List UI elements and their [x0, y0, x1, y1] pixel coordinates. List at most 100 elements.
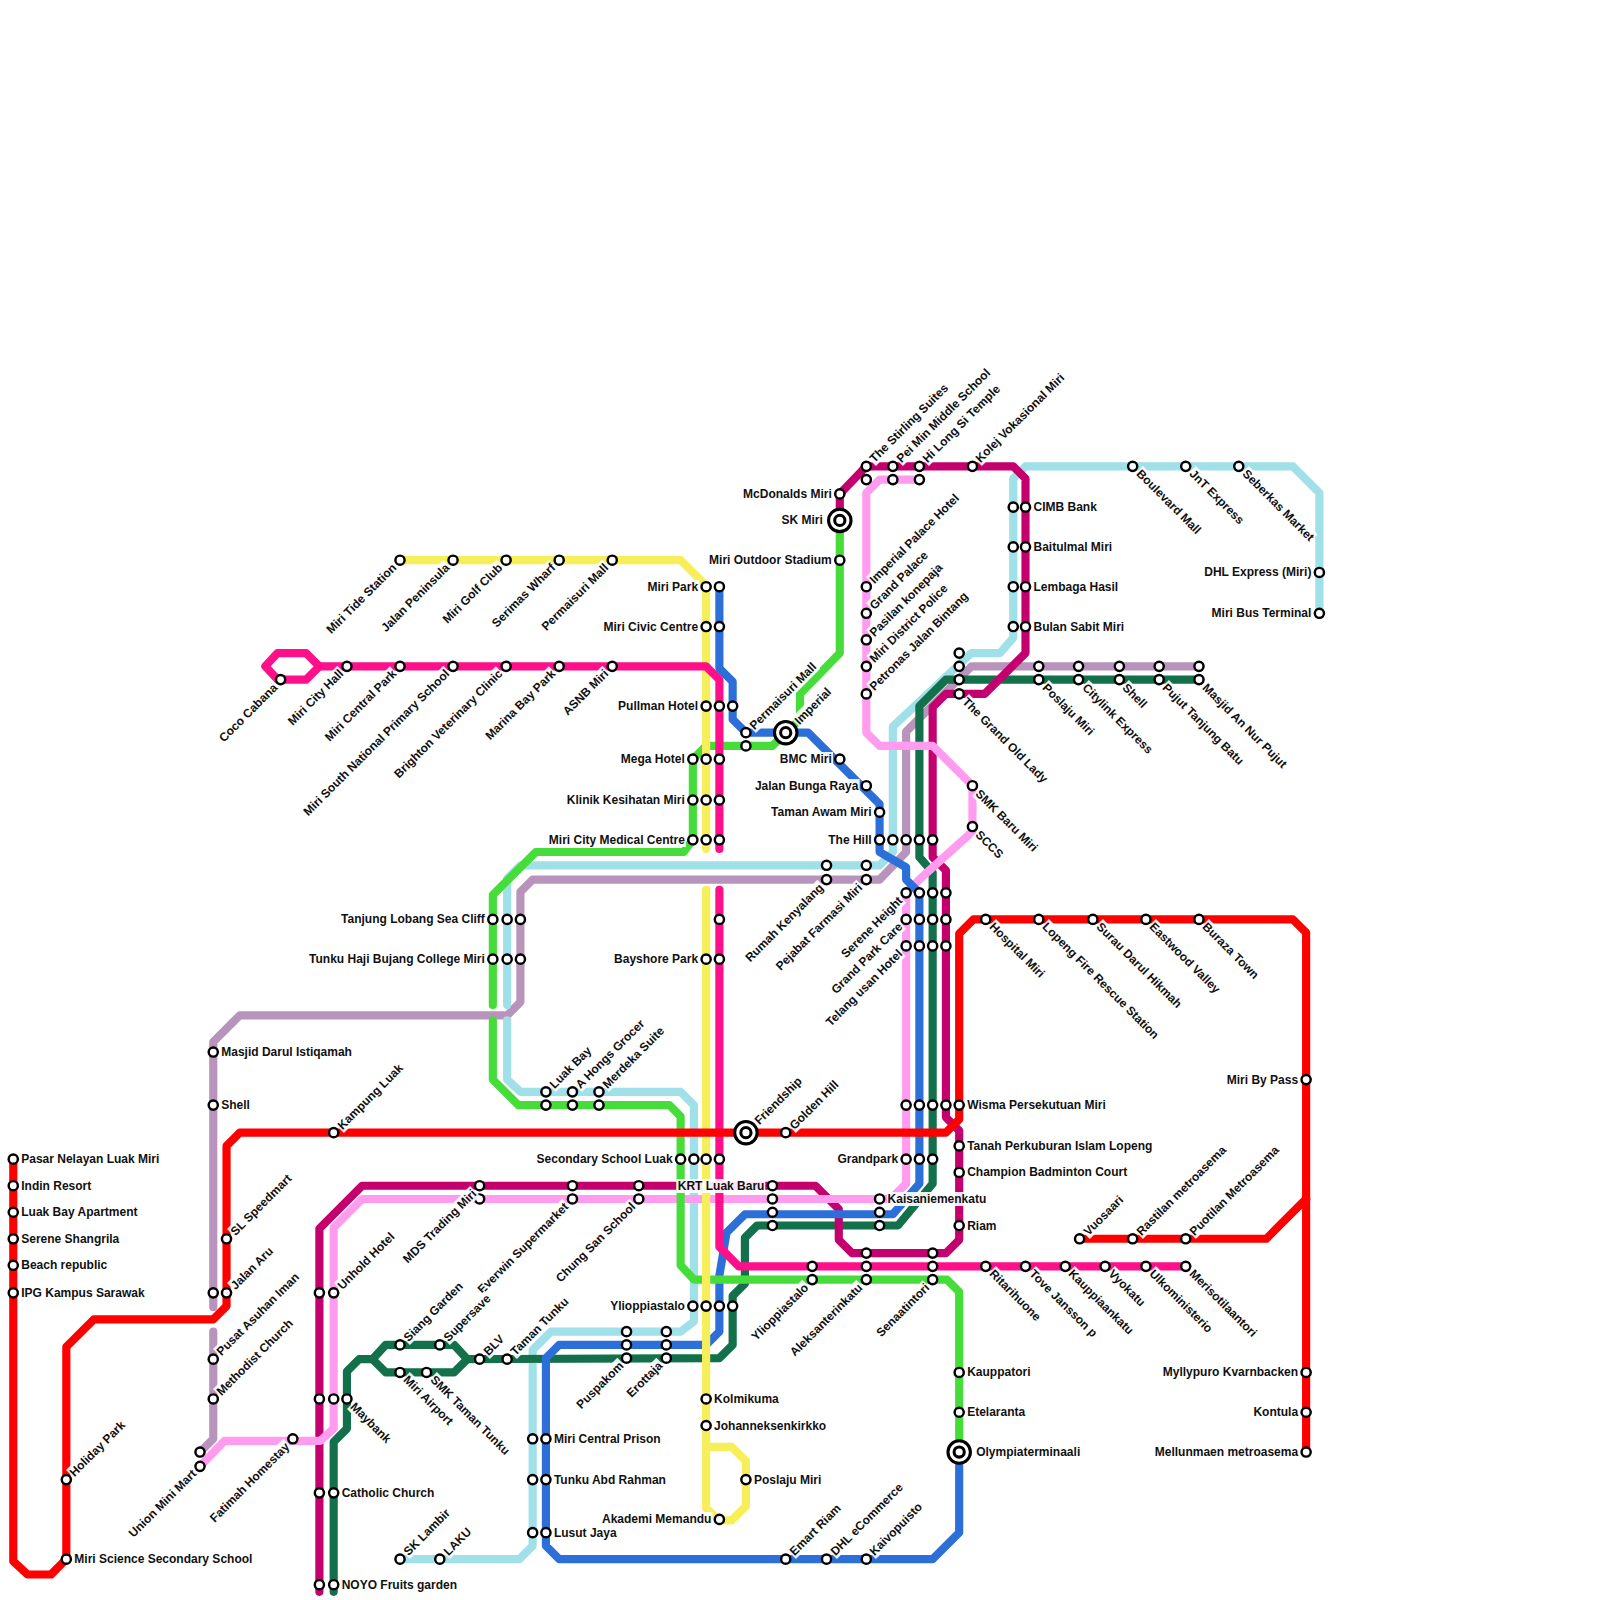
station-dot	[862, 475, 871, 484]
station-dot	[662, 1327, 671, 1336]
station-dot	[862, 1275, 871, 1284]
route-line	[265, 653, 319, 680]
station-dot	[288, 1434, 297, 1443]
station-dot	[541, 1087, 550, 1096]
route-line	[13, 919, 1306, 1574]
station-dot	[662, 1354, 671, 1363]
station-label: Senaatintori	[872, 1280, 932, 1340]
station-dot	[915, 1155, 924, 1164]
station-dot	[902, 941, 911, 950]
station-dot	[835, 556, 844, 565]
station-label: Jalan Aru	[227, 1243, 277, 1293]
station-dot	[1194, 675, 1203, 684]
station-dot	[568, 1101, 577, 1110]
station-dot	[981, 915, 990, 924]
station-dot	[62, 1475, 71, 1484]
stations	[9, 462, 1324, 1590]
route-line	[372, 1345, 467, 1373]
metro-route	[319, 466, 1025, 1592]
station-dot	[9, 1155, 18, 1164]
station-dot	[395, 1340, 404, 1349]
station-dot	[1141, 915, 1150, 924]
station-label: Indin Resort	[20, 1179, 92, 1193]
station-dot	[902, 835, 911, 844]
station-label: Merisotilaantori	[1186, 1266, 1261, 1341]
station-label: Johanneksenkirkko	[713, 1419, 827, 1433]
station-label: Miri Bus Terminal	[1211, 606, 1313, 620]
route-line	[467, 680, 1199, 1360]
station-dot	[955, 1221, 964, 1230]
station-dot	[342, 1394, 351, 1403]
station-dot	[329, 1394, 338, 1403]
station-dot	[928, 915, 937, 924]
station-dot	[1115, 675, 1124, 684]
station-dot	[276, 675, 285, 684]
station-label: IPG Kampus Sarawak	[20, 1286, 145, 1300]
station-dot	[315, 1488, 324, 1497]
station-dot	[902, 915, 911, 924]
station-dot	[955, 1141, 964, 1150]
station-dot	[1101, 1262, 1110, 1271]
station-label: Beach republic	[20, 1258, 108, 1272]
station-dot	[1141, 1262, 1150, 1271]
station-dot	[528, 1475, 537, 1484]
station-dot	[702, 1421, 711, 1430]
metro-route	[400, 466, 1319, 1559]
station-dot	[9, 1234, 18, 1243]
station-label: Shell	[1119, 680, 1151, 712]
station-dot	[634, 1181, 643, 1190]
station-label: Holiday Park	[66, 1417, 129, 1480]
station-dot	[702, 755, 711, 764]
station-dot	[1021, 622, 1030, 631]
station-dot	[9, 1261, 18, 1270]
station-label: Baitulmal Miri	[1033, 540, 1114, 554]
station-dot	[688, 835, 697, 844]
station-dot	[1061, 1262, 1070, 1271]
station-dot	[715, 622, 724, 631]
station-dot	[915, 835, 924, 844]
interchange-symbol	[774, 721, 796, 743]
station-dot	[888, 462, 897, 471]
station-dot	[715, 955, 724, 964]
station-dot	[568, 1087, 577, 1096]
station-dot	[928, 1101, 937, 1110]
station-dot	[1021, 1262, 1030, 1271]
interchange-core	[741, 1128, 751, 1138]
station-dot	[594, 1101, 603, 1110]
station-dot	[928, 1248, 937, 1257]
station-dot	[209, 1101, 218, 1110]
station-dot	[862, 861, 871, 870]
station-dot	[422, 1368, 431, 1377]
station-dot	[875, 808, 884, 817]
station-dot	[9, 1288, 18, 1297]
station-dot	[222, 1288, 231, 1297]
station-label: Miri Central Prison	[553, 1432, 662, 1446]
station-dot	[875, 1208, 884, 1217]
station-dot	[715, 835, 724, 844]
station-dot	[503, 1355, 512, 1364]
station-label: The Grand Old Lady	[959, 694, 1051, 786]
station-label: Lopeng Fire Rescue Station	[1039, 919, 1163, 1043]
route-line	[507, 466, 1319, 1005]
station-dot	[634, 1194, 643, 1203]
station-dot	[915, 1101, 924, 1110]
station-dot	[1034, 662, 1043, 671]
station-dot	[516, 955, 525, 964]
station-dot	[941, 1101, 950, 1110]
station-dot	[941, 888, 950, 897]
station-label: Puotilan Metroasema	[1186, 1142, 1283, 1239]
station-dot	[315, 1288, 324, 1297]
station-label: Kolej Vokasional Miri	[972, 370, 1068, 466]
station-dot	[222, 1234, 231, 1243]
station-dot	[1034, 915, 1043, 924]
station-dot	[475, 1355, 484, 1364]
station-label: Etelaranta	[966, 1405, 1026, 1419]
station-dot	[862, 609, 871, 618]
station-dot	[1009, 503, 1018, 512]
station-dot	[862, 462, 871, 471]
station-label: Surau Darul Hikmah	[1093, 919, 1185, 1011]
station-dot	[528, 1528, 537, 1537]
station-dot	[702, 955, 711, 964]
station-dot	[315, 1394, 324, 1403]
